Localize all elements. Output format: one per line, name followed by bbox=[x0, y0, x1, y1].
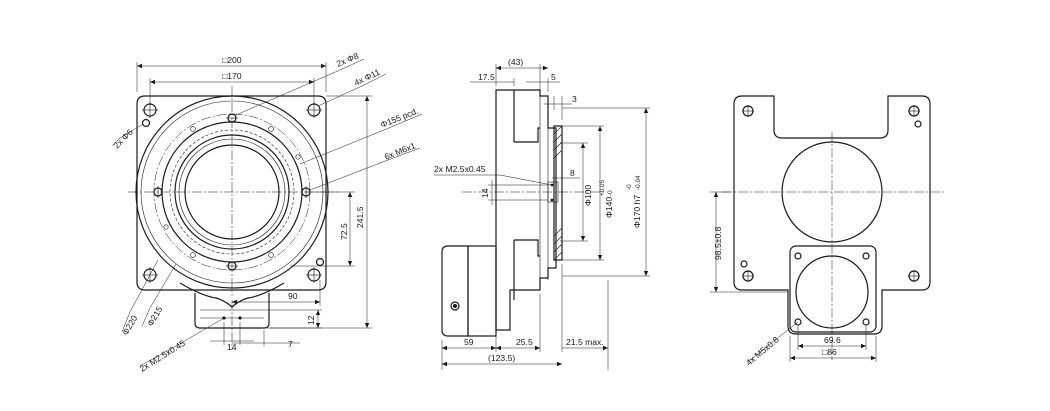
dim-3: 3 bbox=[572, 94, 577, 104]
label-hole-dowel: 2x Φ6 bbox=[111, 127, 135, 151]
label-hole-pins: 2x Φ8 bbox=[335, 51, 360, 69]
label-hole-corner: 4x Φ11 bbox=[352, 67, 381, 88]
dim-25-5: 25.5 bbox=[516, 337, 533, 347]
dim-7: 7 bbox=[288, 339, 293, 349]
dim-59: 59 bbox=[464, 337, 474, 347]
label-side-thread: 2x M2.5x0.45 bbox=[434, 164, 486, 174]
label-dia-220: Φ220 bbox=[120, 313, 139, 337]
front-body-outline bbox=[136, 95, 327, 291]
label-thread-top: 6x M6x1 bbox=[383, 140, 417, 162]
dim-98-5: 98.5±0.8 bbox=[713, 226, 723, 260]
dim-72-5: 72.5 bbox=[339, 223, 349, 240]
dim-outer-square: □200 bbox=[222, 55, 242, 65]
front-view: □200 □170 2x Φ8 4x Φ11 Φ155 pcd. 6x M6x1… bbox=[111, 51, 423, 374]
dim-8: 8 bbox=[570, 168, 575, 178]
rear-inner-flange bbox=[789, 245, 877, 333]
rear-body-outline bbox=[733, 95, 931, 335]
dim-14-front: 14 bbox=[227, 342, 237, 352]
label-thread-bottom: 2x M2.5x0.45 bbox=[138, 338, 187, 374]
rear-holes bbox=[740, 105, 922, 326]
side-motor-box bbox=[441, 245, 469, 337]
dim-dia-100: Φ100 bbox=[583, 185, 593, 206]
dim-dia-170: Φ170 h7 bbox=[632, 195, 642, 228]
dim-123-5: (123.5) bbox=[488, 353, 515, 363]
dim-17-5: 17.5 bbox=[478, 72, 495, 82]
dim-14-side: 14 bbox=[480, 188, 490, 198]
dim-43: (43) bbox=[508, 57, 523, 67]
dim-dia-140-lower: -0 bbox=[607, 190, 614, 196]
dim-dia-170-lower: -0.04 bbox=[635, 175, 642, 190]
label-dia-215: Φ215 bbox=[145, 304, 164, 328]
dim-21-5: 21.5 max. bbox=[566, 337, 604, 347]
dim-inner-square: □170 bbox=[222, 71, 242, 81]
dim-12: 12 bbox=[306, 315, 316, 325]
rear-view: 98.5±0.8 4x M5x0.8 69.6 □86 bbox=[710, 95, 944, 368]
dim-86: □86 bbox=[822, 347, 837, 357]
dim-69-6: 69.6 bbox=[824, 335, 841, 345]
dim-dia-140-upper: +0.05 bbox=[599, 179, 606, 196]
side-body-outline bbox=[495, 89, 557, 331]
dim-dia-170-upper: -0 bbox=[626, 184, 633, 190]
side-view: (43) 17.5 5 3 2x M2.5x0.45 8 14 Φ100 Φ14… bbox=[434, 57, 650, 370]
dim-5: 5 bbox=[551, 72, 556, 82]
dim-dia-140: Φ140 bbox=[604, 197, 614, 218]
dim-241-5: 241.5 bbox=[355, 206, 365, 228]
label-rear-thread: 4x M5x0.8 bbox=[744, 334, 781, 367]
dim-90: 90 bbox=[288, 291, 298, 301]
side-flange bbox=[553, 125, 563, 261]
